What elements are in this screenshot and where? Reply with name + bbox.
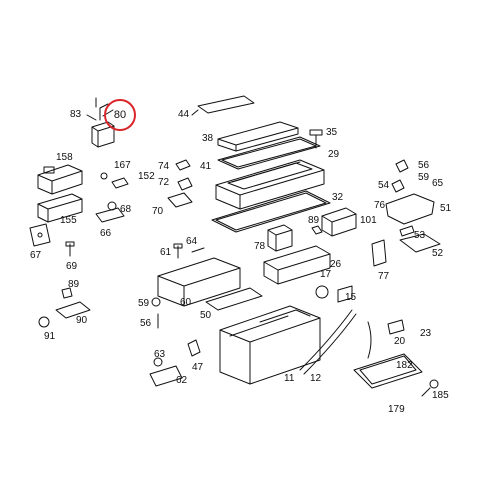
callout-label: 91 — [44, 331, 56, 342]
switch-module-part — [37, 193, 83, 223]
callout-label: 74 — [158, 161, 170, 172]
callout-label: 101 — [360, 215, 377, 226]
callout-label: 167 — [114, 160, 131, 171]
callout-label: 61 — [160, 247, 172, 258]
housing-part — [219, 305, 321, 385]
callout-label: 69 — [66, 261, 78, 272]
callout-label: 50 — [200, 310, 212, 321]
callout-label: 89 — [308, 215, 320, 226]
callout-label: 41 — [200, 161, 212, 172]
callout-label: 32 — [332, 192, 344, 203]
callout-label: 77 — [378, 271, 390, 282]
callout-label: 38 — [202, 133, 214, 144]
highlight-ring-80: 80 — [104, 99, 136, 131]
callout-label: 83 — [70, 109, 82, 120]
callout-label: 78 — [254, 241, 266, 252]
cover-plate-part — [197, 95, 255, 114]
callout-label: 51 — [440, 203, 452, 214]
control-module-part — [37, 164, 83, 195]
callout-label: 65 — [432, 178, 444, 189]
callout-label: 59 — [138, 298, 150, 309]
bracket-part — [29, 223, 51, 247]
lower-gasket-part — [211, 190, 331, 233]
callout-label: 56 — [140, 318, 152, 329]
callout-label: 80 — [113, 109, 127, 121]
callout-label: 23 — [420, 328, 432, 339]
callout-label: 89 — [68, 279, 80, 290]
callout-label: 76 — [374, 200, 386, 211]
callout-label: 185 — [432, 390, 449, 401]
callout-label: 182 — [396, 360, 413, 371]
fuse-box-cover-part — [217, 121, 299, 152]
callout-label: 44 — [178, 109, 190, 120]
screw-part — [309, 129, 323, 149]
callout-label: 54 — [378, 180, 390, 191]
callout-label: 62 — [176, 375, 188, 386]
callout-label: 66 — [100, 228, 112, 239]
callout-label: 52 — [432, 248, 444, 259]
callout-label: 67 — [30, 250, 42, 261]
callout-label: 59 — [418, 172, 430, 183]
callout-label: 70 — [152, 206, 164, 217]
callout-label: 158 — [56, 152, 73, 163]
callout-label: 152 — [138, 171, 155, 182]
callout-label: 60 — [180, 297, 192, 308]
callout-label: 64 — [186, 236, 198, 247]
callout-label: 15 — [345, 292, 357, 303]
callout-label: 155 — [60, 215, 77, 226]
callout-label: 56 — [418, 160, 430, 171]
callout-label: 12 — [310, 373, 322, 384]
callout-label: 26 — [330, 259, 342, 270]
callout-label: 11 — [284, 373, 295, 384]
callout-label: 63 — [154, 349, 166, 360]
callout-label: 17 — [320, 269, 332, 280]
callout-label: 47 — [192, 362, 204, 373]
callout-label: 68 — [120, 204, 132, 215]
callout-label: 179 — [388, 404, 405, 415]
callout-label: 90 — [76, 315, 88, 326]
callout-label: 53 — [414, 230, 426, 241]
callout-label: 29 — [328, 149, 340, 160]
callout-label: 72 — [158, 177, 170, 188]
callout-label: 35 — [326, 127, 338, 138]
fuse-carrier-part — [215, 159, 325, 210]
callout-label: 20 — [394, 336, 406, 347]
